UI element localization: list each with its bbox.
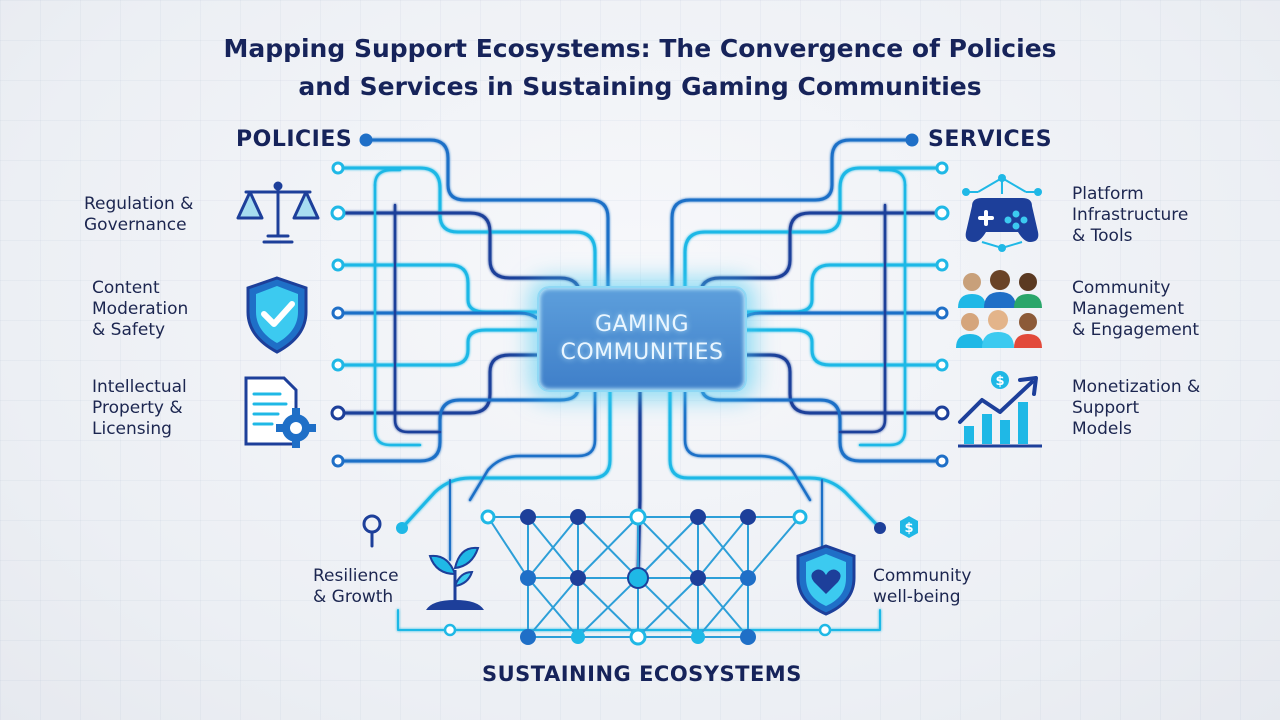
service-label-monetization: Monetization & Support Models [1072,377,1201,439]
gamepad-network-icon [962,174,1042,252]
title-line-1: Mapping Support Ecosystems: The Converge… [223,34,1057,63]
service-label-platform: Platform Infrastructure & Tools [1072,184,1189,246]
policy-label-regulation: Regulation & Governance [84,194,194,235]
shield-heart-icon [796,544,856,616]
sustaining-ecosystems-heading: SUSTAINING ECOSYSTEMS [482,662,802,686]
title-line-2: and Services in Sustaining Gaming Commun… [298,72,982,101]
growth-chart-icon: $ [958,371,1042,448]
dollar-badge-icon: $ [900,516,918,538]
sprout-icon [426,546,484,610]
services-heading: SERVICES [928,127,1053,152]
search-pin-icon [362,514,382,548]
policy-label-moderation: Content Moderation & Safety [92,278,189,340]
shield-check-icon [246,276,308,354]
people-group-icon [956,270,1042,348]
policy-label-ip: Intellectual Property & Licensing [92,377,187,439]
hub-line-2: COMMUNITIES [560,340,724,365]
scales-icon [236,181,320,244]
page-title: Mapping Support Ecosystems: The Converge… [140,30,1140,106]
svg-text:$: $ [904,521,913,536]
community-wellbeing-label: Community well-being [873,566,972,607]
svg-text:$: $ [995,374,1004,389]
hub-line-1: GAMING [594,312,690,337]
service-label-community: Community Management & Engagement [1072,278,1200,340]
document-gear-icon [244,376,316,448]
gaming-communities-hub: GAMING COMMUNITIES [537,286,747,392]
policies-heading: POLICIES [236,127,353,152]
resilience-growth-label: Resilience & Growth [313,566,399,607]
